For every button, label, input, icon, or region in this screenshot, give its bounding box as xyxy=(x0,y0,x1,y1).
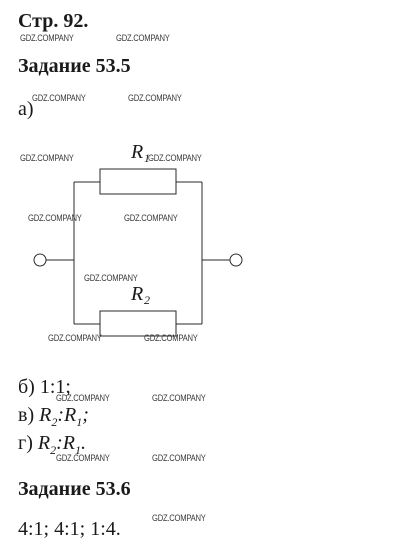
part-v-end: ; xyxy=(82,404,89,426)
part-b-label: б) xyxy=(18,376,35,398)
watermark: GDZ.COMPANY xyxy=(48,333,102,343)
resistor-r1 xyxy=(99,168,177,195)
part-v-answer: в) R2:R1; xyxy=(18,404,89,433)
part-g-letter2: R xyxy=(62,432,75,454)
watermark: GDZ.COMPANY xyxy=(152,393,206,403)
watermark: GDZ.COMPANY xyxy=(144,333,198,343)
watermark: GDZ.COMPANY xyxy=(56,453,110,463)
task-53-6-answer: 4:1; 4:1; 1:4. xyxy=(18,518,121,540)
part-g-letter1: R xyxy=(37,432,51,454)
part-g-sub2: 1 xyxy=(74,443,81,457)
task-53-6-title: Задание 53.6 xyxy=(18,478,131,500)
r2-label-subscript: 2 xyxy=(144,293,150,307)
watermark: GDZ.COMPANY xyxy=(148,153,202,163)
part-g-label: г) xyxy=(18,432,33,454)
watermark: GDZ.COMPANY xyxy=(20,153,74,163)
part-v-label: в) xyxy=(18,404,35,426)
part-b-text: 1:1; xyxy=(39,376,71,398)
part-v-sub2: 1 xyxy=(76,415,83,429)
watermark: GDZ.COMPANY xyxy=(56,393,110,403)
r2-label-letter: R xyxy=(130,283,143,305)
part-g-end: . xyxy=(80,432,86,454)
watermark: GDZ.COMPANY xyxy=(128,93,182,103)
right-terminal xyxy=(229,253,243,267)
watermark: GDZ.COMPANY xyxy=(32,93,86,103)
part-v-letter2: R xyxy=(64,404,77,426)
r1-label-letter: R xyxy=(130,141,143,163)
watermark: GDZ.COMPANY xyxy=(28,213,82,223)
part-v-letter1: R xyxy=(39,404,52,426)
part-g-sub1: 2 xyxy=(50,443,57,457)
part-g-colon: : xyxy=(56,432,63,454)
r1-label-subscript: 1 xyxy=(144,151,150,165)
task-53-5-title: Задание 53.5 xyxy=(18,55,131,77)
part-g-answer: г) R2:R1. xyxy=(18,432,86,461)
part-v-colon: : xyxy=(57,404,64,426)
watermark: GDZ.COMPANY xyxy=(152,453,206,463)
left-terminal xyxy=(33,253,47,267)
page-number-heading: Стр. 92. xyxy=(18,10,89,32)
watermark: GDZ.COMPANY xyxy=(152,513,206,523)
watermark: GDZ.COMPANY xyxy=(124,213,178,223)
resistor-r2 xyxy=(99,310,177,337)
watermark: GDZ.COMPANY xyxy=(20,33,74,43)
watermark: GDZ.COMPANY xyxy=(116,33,170,43)
part-v-sub1: 2 xyxy=(51,415,58,429)
part-b-answer: б) 1:1; xyxy=(18,376,71,398)
watermark: GDZ.COMPANY xyxy=(84,273,138,283)
part-a-label: а) xyxy=(18,98,34,120)
